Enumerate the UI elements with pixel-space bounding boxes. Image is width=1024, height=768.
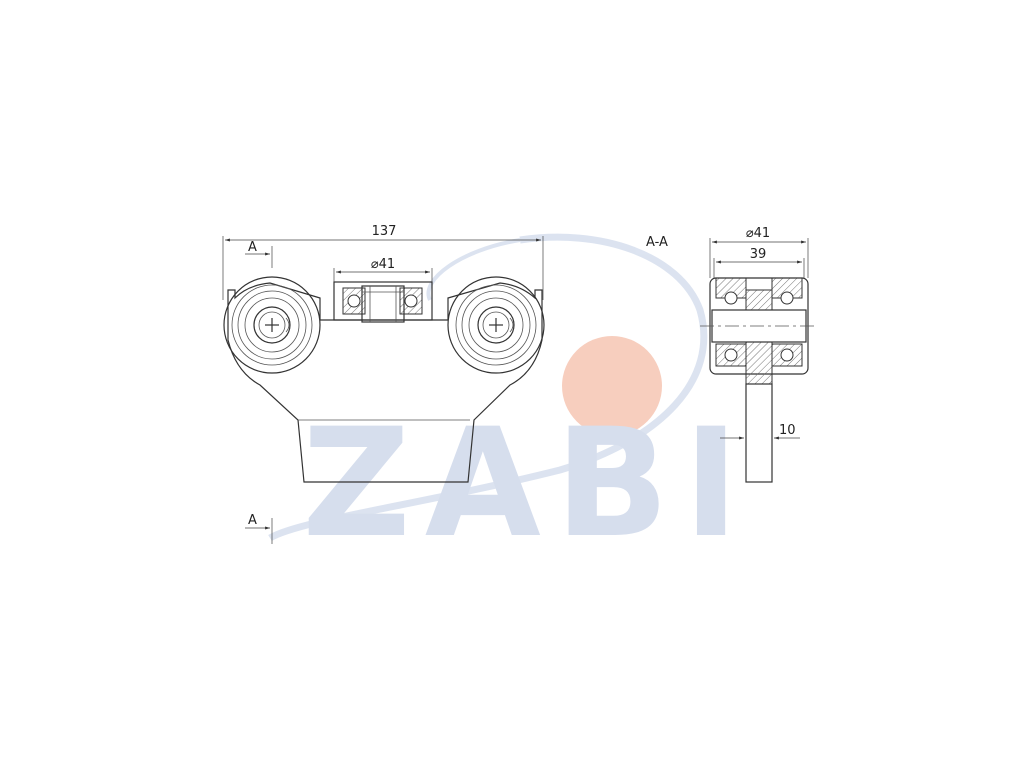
watermark-ring: [268, 233, 708, 542]
dimension-overall-width: 137: [222, 224, 544, 300]
watermark-dot: [562, 336, 662, 436]
section-marker-top: A: [245, 240, 273, 268]
section-marker-bottom-label: A: [248, 513, 257, 528]
dimension-10-label: 10: [779, 423, 796, 438]
section-marker-bottom: A: [245, 513, 273, 544]
center-roller-section: [333, 281, 433, 323]
carriage-body-outline: [227, 282, 543, 483]
dimension-137-label: 137: [372, 224, 397, 239]
front-view: 137 ⌀41 A A: [222, 224, 545, 544]
watermark-ring-inner: [426, 238, 521, 301]
dimension-diameter-front-label: ⌀41: [371, 257, 395, 272]
section-marker-top-label: A: [248, 240, 257, 255]
dimension-side-width: 39: [713, 247, 805, 278]
left-roller: [223, 276, 321, 374]
dimension-roller-diameter-side: ⌀41: [709, 226, 809, 278]
watermark-brand-text: ZABI: [302, 397, 753, 571]
side-stem-plate: [745, 383, 773, 483]
dimension-39-label: 39: [750, 247, 767, 262]
right-roller: [447, 276, 545, 374]
section-view: A-A ⌀41 39: [646, 226, 818, 483]
watermark: ZABI: [268, 233, 753, 571]
dimension-roller-diameter-front: ⌀41: [333, 257, 433, 282]
dimension-plate-thickness: 10: [720, 423, 800, 440]
section-view-title: A-A: [646, 235, 668, 250]
dimension-diameter-side-label: ⌀41: [746, 226, 770, 241]
